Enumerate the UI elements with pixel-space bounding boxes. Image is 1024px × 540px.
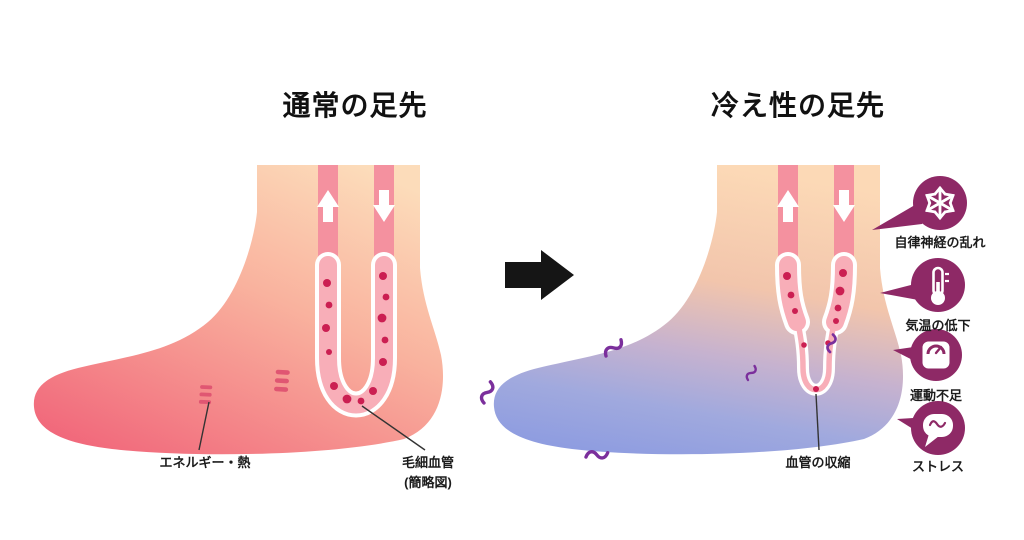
normal-foot-title: 通常の足先 — [282, 90, 428, 121]
cause-label-autonomic-nerves: 自律神経の乱れ — [894, 235, 986, 250]
cause-items — [872, 176, 967, 455]
leader-lines — [198, 393, 820, 451]
thermometer-icon — [931, 266, 949, 305]
heat-flow-marks — [198, 369, 290, 405]
capillary-label: 毛細血管 (簡略図) — [368, 453, 488, 492]
speech-bubble-icon — [923, 414, 953, 447]
leader-line — [815, 393, 820, 451]
capillary-channel — [319, 256, 393, 414]
blood-cells-normal — [322, 272, 390, 405]
normal-foot — [33, 165, 444, 455]
leader-line — [198, 401, 210, 451]
energy-heat-label: エネルギー・熱 — [159, 455, 251, 470]
cause-label-temperature-drop: 気温の低下 — [905, 318, 971, 333]
cold-foot — [478, 165, 904, 462]
constriction-label: 血管の収縮 — [785, 455, 851, 470]
scale-icon — [922, 341, 950, 369]
cold-foot-title: 冷え性の足先 — [710, 90, 885, 121]
normal-blood-vessel — [315, 165, 397, 418]
snowflake-icon — [925, 185, 955, 221]
capillary-label-line2: (簡略図) — [404, 474, 452, 490]
blood-cells-cold — [783, 269, 847, 392]
cause-label-stress: ストレス — [911, 459, 964, 474]
constricted-blood-vessel — [775, 165, 857, 396]
transition-arrow-icon — [505, 250, 574, 300]
capillary-label-line1: 毛細血管 — [401, 455, 454, 470]
leader-line — [361, 405, 426, 451]
cause-label-lack-of-exercise: 運動不足 — [909, 388, 962, 403]
